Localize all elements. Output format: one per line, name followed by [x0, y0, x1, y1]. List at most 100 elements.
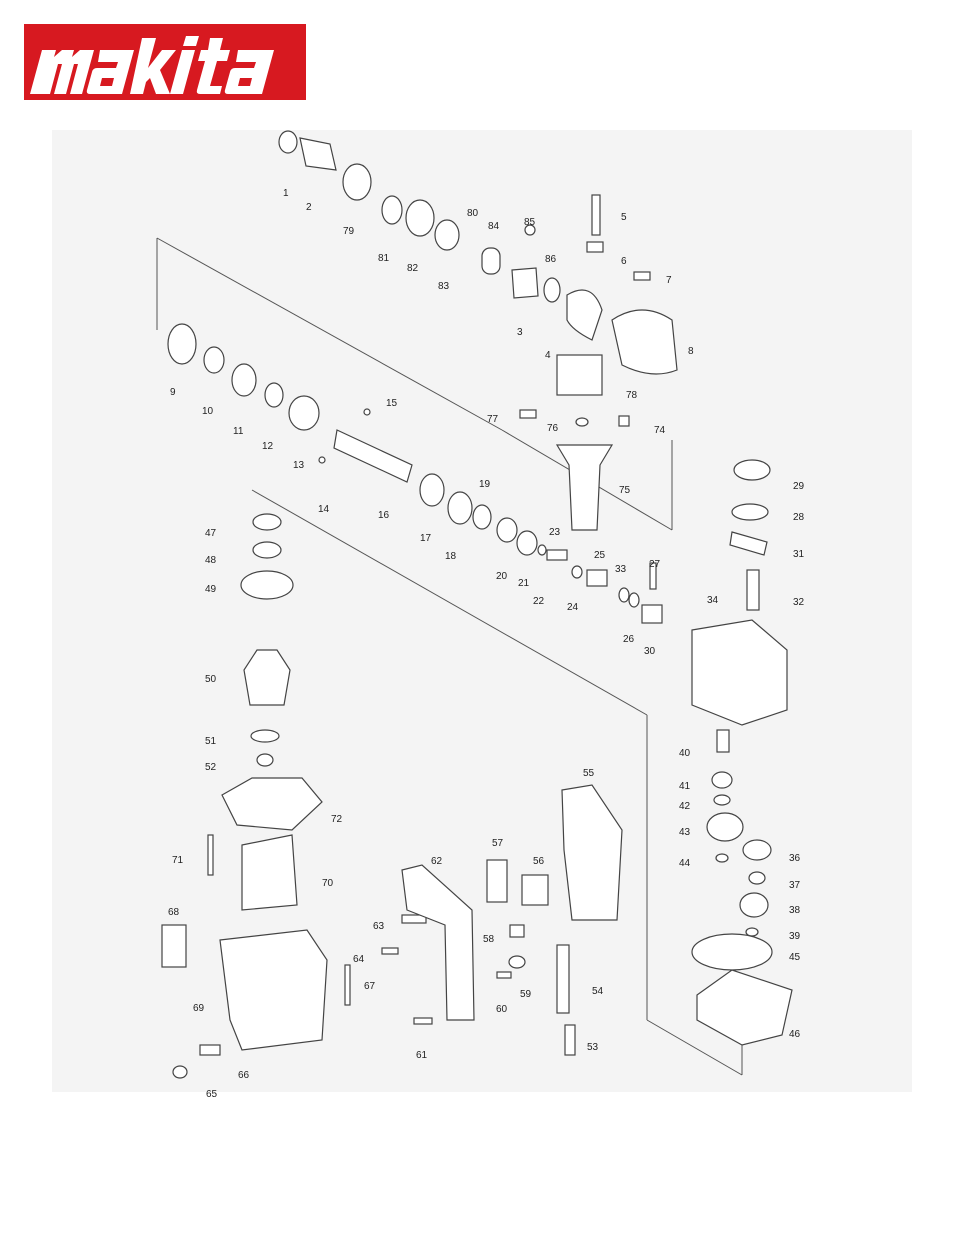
parts-shapes [162, 131, 792, 1078]
part-number-label: 22 [533, 596, 544, 607]
part-shape-83 [435, 220, 459, 250]
part-number-label: 17 [420, 533, 431, 544]
part-number-label: 50 [205, 674, 216, 685]
part-shape-46 [697, 970, 792, 1045]
part-shape-64 [382, 948, 398, 954]
part-number-label: 76 [547, 423, 558, 434]
part-shape-3 [512, 268, 538, 298]
part-number-label: 2 [306, 202, 312, 213]
part-shape-67 [345, 965, 350, 1005]
part-shape-70 [242, 835, 297, 910]
part-shape-42 [714, 795, 730, 805]
part-shape-66 [200, 1045, 220, 1055]
part-number-label: 85 [524, 217, 535, 228]
part-shape-54 [557, 945, 569, 1013]
part-number-label: 55 [583, 768, 594, 779]
part-shape-8 [612, 310, 677, 374]
part-shape-58 [510, 925, 524, 937]
part-number-label: 86 [545, 254, 556, 265]
part-shape-68 [162, 925, 186, 967]
part-number-label: 23 [549, 527, 560, 538]
part-number-label: 40 [679, 748, 690, 759]
part-shape-57 [487, 860, 507, 902]
part-shape-7 [634, 272, 650, 280]
part-shape-51 [251, 730, 279, 742]
part-shape-75 [557, 445, 612, 530]
part-number-label: 5 [621, 212, 627, 223]
part-shape-20 [497, 518, 517, 542]
part-shape-33 [619, 588, 629, 602]
part-shape-28 [732, 504, 768, 520]
part-shape-25 [587, 570, 607, 586]
part-number-label: 68 [168, 907, 179, 918]
part-number-label: 38 [789, 905, 800, 916]
part-shape-37 [749, 872, 765, 884]
part-shape-16 [334, 430, 412, 482]
makita-logo: ® [24, 24, 306, 100]
part-number-label: 62 [431, 856, 442, 867]
part-shape-19 [473, 505, 491, 529]
part-shape-82 [406, 200, 434, 236]
part-number-label: 74 [654, 425, 665, 436]
part-number-label: 59 [520, 989, 531, 1000]
part-number-label: 66 [238, 1070, 249, 1081]
part-number-label: 26 [623, 634, 634, 645]
part-number-label: 44 [679, 858, 690, 869]
part-number-label: 36 [789, 853, 800, 864]
part-number-label: 79 [343, 226, 354, 237]
part-number-label: 58 [483, 934, 494, 945]
part-number-label: 25 [594, 550, 605, 561]
part-number-label: 9 [170, 387, 176, 398]
part-number-label: 53 [587, 1042, 598, 1053]
part-shape-5 [592, 195, 600, 235]
part-shape-40 [717, 730, 729, 752]
part-shape-29 [734, 460, 770, 480]
part-shape-23 [547, 550, 567, 560]
part-shape-21 [517, 531, 537, 555]
part-number-label: 3 [517, 327, 523, 338]
part-number-label: 34 [707, 595, 718, 606]
part-shape-86 [544, 278, 560, 302]
part-number-label: 10 [202, 406, 213, 417]
part-number-label: 83 [438, 281, 449, 292]
part-number-label: 41 [679, 781, 690, 792]
diagram-drawing [52, 130, 912, 1092]
part-number-label: 37 [789, 880, 800, 891]
part-number-label: 77 [487, 414, 498, 425]
part-number-label: 31 [793, 549, 804, 560]
part-shape-24 [572, 566, 582, 578]
part-shape-15 [364, 409, 370, 415]
part-shape-72 [222, 778, 322, 830]
part-number-label: 27 [649, 559, 660, 570]
part-shape-76 [576, 418, 588, 426]
part-shape-34 [692, 620, 787, 725]
part-shape-1 [279, 131, 297, 153]
part-shape-62 [402, 865, 474, 1020]
part-number-label: 56 [533, 856, 544, 867]
part-shape-65 [173, 1066, 187, 1078]
part-shape-43 [707, 813, 743, 841]
part-number-label: 19 [479, 479, 490, 490]
part-shape-9 [168, 324, 196, 364]
part-shape-36 [743, 840, 771, 860]
part-shape-30 [642, 605, 662, 623]
part-shape-22 [538, 545, 546, 555]
part-shape-59 [509, 956, 525, 968]
part-number-label: 80 [467, 208, 478, 219]
part-shape-47 [253, 514, 281, 530]
part-number-label: 14 [318, 504, 329, 515]
part-number-label: 32 [793, 597, 804, 608]
part-number-label: 78 [626, 390, 637, 401]
registered-trademark: ® [311, 52, 317, 61]
part-number-label: 39 [789, 931, 800, 942]
part-shape-55 [562, 785, 622, 920]
part-number-label: 51 [205, 736, 216, 747]
part-number-label: 65 [206, 1089, 217, 1100]
part-number-label: 30 [644, 646, 655, 657]
part-shape-81 [382, 196, 402, 224]
part-number-label: 1 [283, 188, 289, 199]
part-number-label: 84 [488, 221, 499, 232]
part-shape-38 [740, 893, 768, 917]
part-shape-56 [522, 875, 548, 905]
part-number-label: 54 [592, 986, 603, 997]
